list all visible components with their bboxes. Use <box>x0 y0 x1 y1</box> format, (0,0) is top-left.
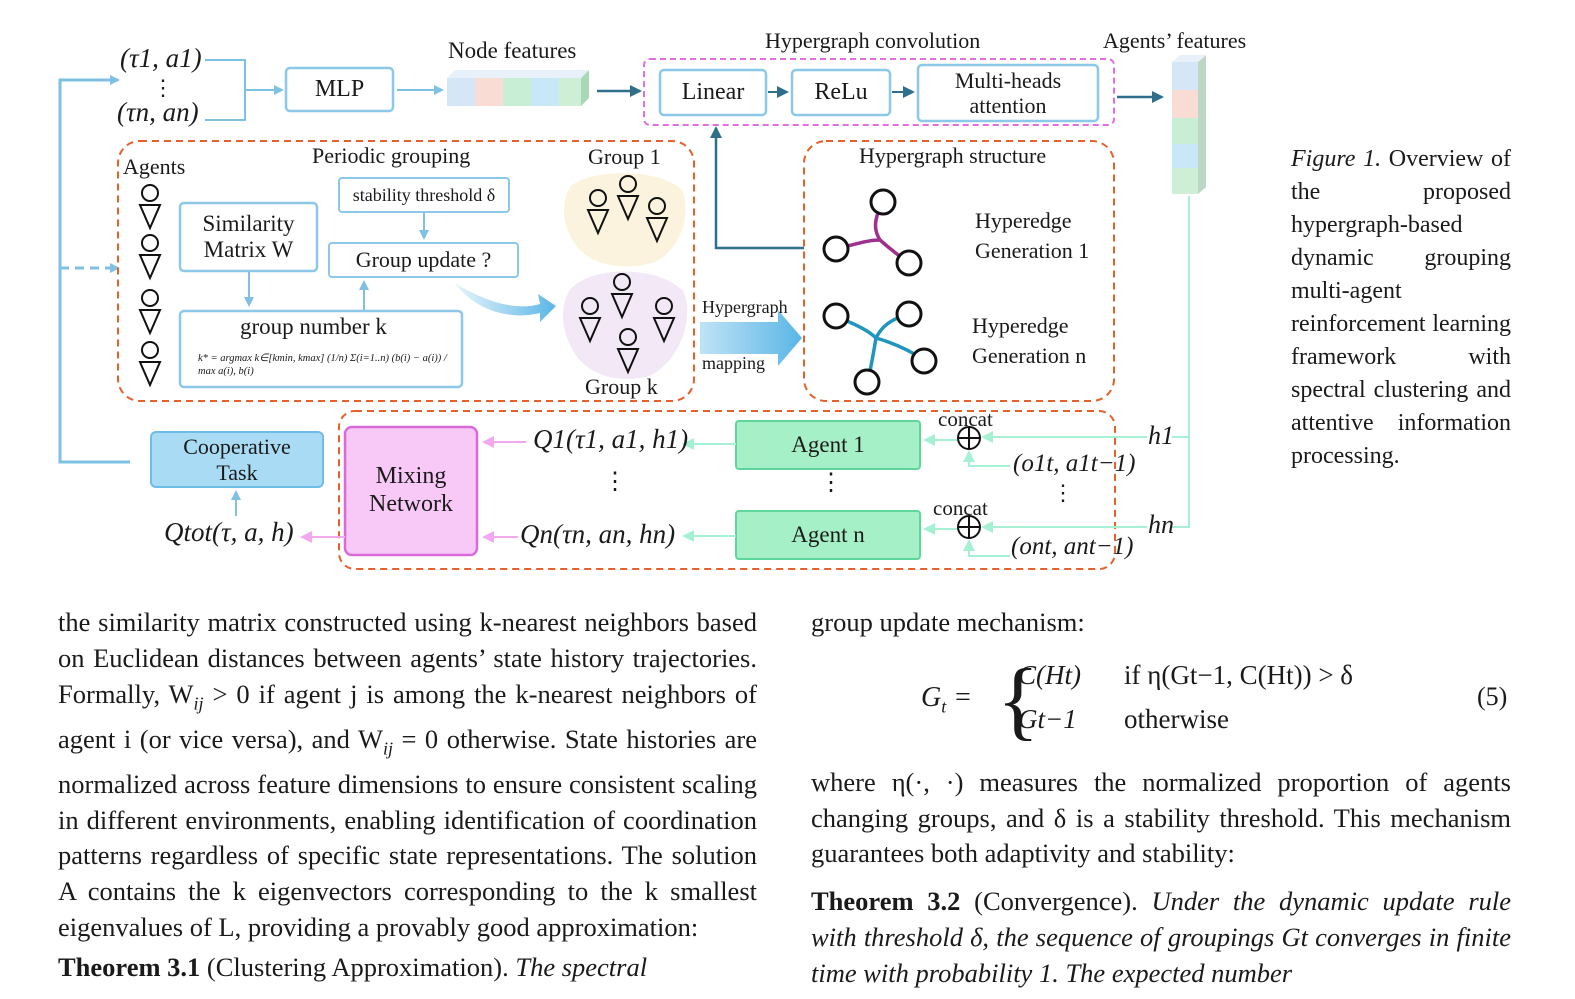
theorem-3-2: Theorem 3.2 (Convergence). Under the dyn… <box>811 884 1511 991</box>
hypergraph-conv-title: Hypergraph convolution <box>765 28 981 53</box>
hyperedgen-label: Hyperedge Generation n <box>972 313 1087 368</box>
caption-text: Overview of the proposed hypergraph-base… <box>1291 146 1512 469</box>
eq-case2-value: Gt−1 <box>1018 703 1077 734</box>
theorem-3-1-head: Theorem 3.1 <box>58 951 201 982</box>
node-features-strip <box>447 70 589 106</box>
mlp-label: MLP <box>314 75 365 102</box>
agentn-label: Agent n <box>791 521 865 547</box>
periodic-grouping-title: Periodic grouping <box>312 143 471 168</box>
hypergraph-structure-box <box>803 140 1115 402</box>
group1-blob <box>564 173 686 267</box>
group-update-label: Group update ? <box>355 247 492 273</box>
agent-figures <box>138 184 162 388</box>
similarity-matrix-label: Similarity Matrix W <box>202 210 295 262</box>
concat-symbols <box>957 426 981 539</box>
left-paragraph: the similarity matrix constructed using … <box>58 605 757 946</box>
concat-label-n: concat <box>933 496 988 520</box>
group1-label: Group 1 <box>588 144 661 169</box>
theorem-3-2-head: Theorem 3.2 <box>811 886 961 917</box>
qn-label: Qn(τn, an, hn) <box>520 519 676 549</box>
q1-label: Q1(τ1, a1, h1) <box>533 424 689 454</box>
mha-box <box>916 63 1100 123</box>
figure-overview: (τ1, a1) ⋮ (τn, an) MLP Node features Hy… <box>58 28 1247 570</box>
feedback-loop-line <box>58 75 130 464</box>
hyperedge-n-graph <box>822 300 938 396</box>
left-column: the similarity matrix constructed using … <box>58 605 757 986</box>
h1-label: h1 <box>1148 421 1174 450</box>
concat-label-1: concat <box>938 407 993 431</box>
input-last-label: (τn, an) <box>117 97 199 127</box>
theorem-3-1-name: (Clustering Approximation). <box>200 951 509 982</box>
eq-case1-cond: if η(Gt−1, C(Ht)) > δ <box>1124 659 1354 690</box>
periodic-grouping-box <box>117 140 695 402</box>
linear-box <box>658 68 768 117</box>
left-p1-c: > 0 if agent j is among the k-nearest ne… <box>58 678 757 754</box>
on-label: (ont, ant−1) <box>1011 533 1134 560</box>
stability-threshold-box <box>338 177 510 213</box>
hypergraph-structure-title: Hypergraph structure <box>859 143 1047 168</box>
groupk-label: Group k <box>585 374 658 399</box>
input-dots: ⋮ <box>152 75 174 100</box>
theorem-3-2-name: (Convergence). <box>960 886 1138 917</box>
eq-case1-value: C(Ht) <box>1018 659 1081 690</box>
right-column: group update mechanism: Gt = { C(Ht) if … <box>811 605 1511 992</box>
eq-lhs: Gt = <box>921 681 973 717</box>
mixing-network-box <box>343 425 479 557</box>
theorem-3-2-text: Under the dynamic update rule with thres… <box>811 886 1512 988</box>
theorem-3-1: Theorem 3.1 (Clustering Approximation). … <box>58 950 757 986</box>
group-update-box <box>328 242 519 278</box>
right-paragraph-2: where η(·, ·) measures the normalized pr… <box>811 766 1511 869</box>
agent-vdots: ⋮ <box>819 470 843 496</box>
mha-label: Multi-heads attention <box>954 67 1062 118</box>
group-update-arrow <box>455 283 556 322</box>
equation-5: Gt = { C(Ht) if η(Gt−1, C(Ht)) > δ Gt−1 … <box>811 647 1511 759</box>
hn-label: hn <box>1148 510 1174 539</box>
q-vdots: ⋮ <box>603 469 627 495</box>
relu-label: ReLu <box>814 78 868 105</box>
q-tot-label: Qtot(τ, a, h) <box>164 517 294 547</box>
hypergraph-conv-box <box>643 58 1115 126</box>
agents-features-label: Agents’ features <box>1103 28 1247 53</box>
stability-threshold-label: stability threshold δ <box>352 184 496 205</box>
agent1-label: Agent 1 <box>791 431 865 457</box>
left-p1-d: ij <box>382 737 393 758</box>
linear-label: Linear <box>681 78 745 105</box>
theorem-3-1-text: The spectral <box>508 951 648 982</box>
hyperedge1-label: Hyperedge Generation 1 <box>975 208 1090 263</box>
eq-case2-cond: otherwise <box>1124 703 1229 734</box>
cooperative-task-box <box>150 431 324 488</box>
agents-mixing-box <box>338 410 1116 570</box>
eq-brace: { <box>997 651 1040 749</box>
mlp-box <box>284 66 395 113</box>
node-features-label: Node features <box>448 38 577 63</box>
relu-box <box>790 68 892 117</box>
figure-caption: Figure 1. Overview of the proposed hyper… <box>1291 143 1511 473</box>
left-p1-a: the similarity matrix constructed using … <box>58 607 757 709</box>
hyperedge-1-graph <box>822 188 923 277</box>
group-number-label: group number k <box>240 314 387 339</box>
agents-label: Agents <box>123 154 186 179</box>
o-vdots: ⋮ <box>1052 480 1074 505</box>
input-first-label: (τ1, a1) <box>120 43 202 73</box>
hypergraph-mapping-arrow <box>700 310 802 366</box>
figure-graphics <box>58 55 1206 570</box>
hypergraph-mapping-bottom: mapping <box>702 353 765 373</box>
similarity-matrix-box <box>178 201 319 273</box>
o1-label: (o1t, a1t−1) <box>1013 450 1136 477</box>
hypergraph-mapping-top: Hypergraph <box>702 297 788 317</box>
caption-label: Figure 1. <box>1291 146 1382 172</box>
group-number-formula: k* = argmax k∈[kmin, kmax] (1/n) Σ(i=1..… <box>198 353 447 377</box>
group-number-box <box>178 309 464 389</box>
mixing-network-label: Mixing Network <box>369 463 453 517</box>
eq-number: (5) <box>1477 681 1508 711</box>
agents-features-strip <box>1172 55 1206 194</box>
left-p1-b: ij <box>193 692 204 713</box>
left-p1-e: = 0 otherwise. State histories are norma… <box>58 723 757 942</box>
right-paragraph-1: group update mechanism: <box>811 607 1085 637</box>
cooperative-task-label: Cooperative Task <box>183 434 291 485</box>
